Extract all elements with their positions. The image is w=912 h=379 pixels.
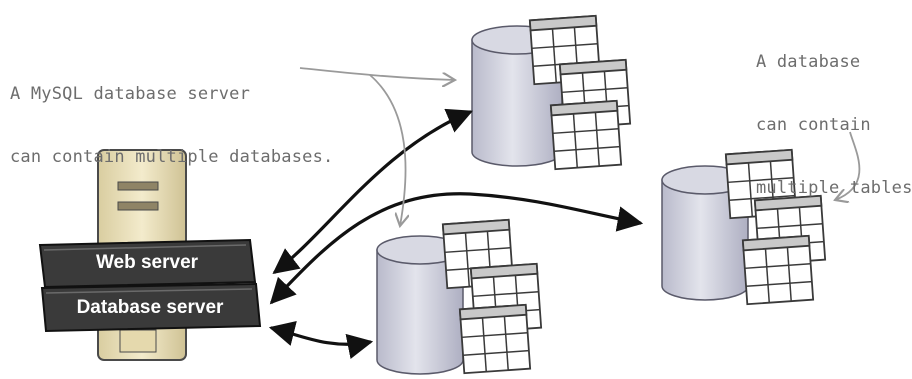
arrow-to-right-database (269, 192, 644, 305)
connection-arrows (268, 108, 644, 359)
annotation-pointers (299, 67, 861, 226)
database-top (471, 14, 632, 171)
annotation-database-line-2: can contain (756, 115, 871, 135)
database-right (661, 148, 827, 306)
annotation-mysql-line-1: A MySQL database server (10, 84, 251, 104)
annotation-database-line-1: A database (756, 52, 861, 72)
table-icon (458, 303, 532, 375)
annotation-mysql-server: A MySQL database server can contain mult… (10, 42, 333, 189)
arrow-to-bottom-database (268, 321, 374, 359)
annotation-database-line-3: multiple tables. (756, 178, 912, 198)
pointer-to-bottom-database (369, 74, 406, 226)
database-bottom (376, 218, 543, 375)
table-icon (741, 234, 815, 306)
annotation-database: A database can contain multiple tables. (756, 10, 912, 220)
pointer-to-top-database (299, 67, 455, 80)
table-icon (549, 99, 623, 171)
database-server-label: Database server (77, 297, 224, 318)
pointer-to-right-tables (835, 131, 861, 200)
annotation-mysql-line-2: can contain multiple databases. (10, 147, 334, 167)
database-server-slab: Database server (40, 282, 262, 333)
web-server-slab: Web server (38, 238, 257, 289)
web-server-label: Web server (96, 252, 199, 273)
